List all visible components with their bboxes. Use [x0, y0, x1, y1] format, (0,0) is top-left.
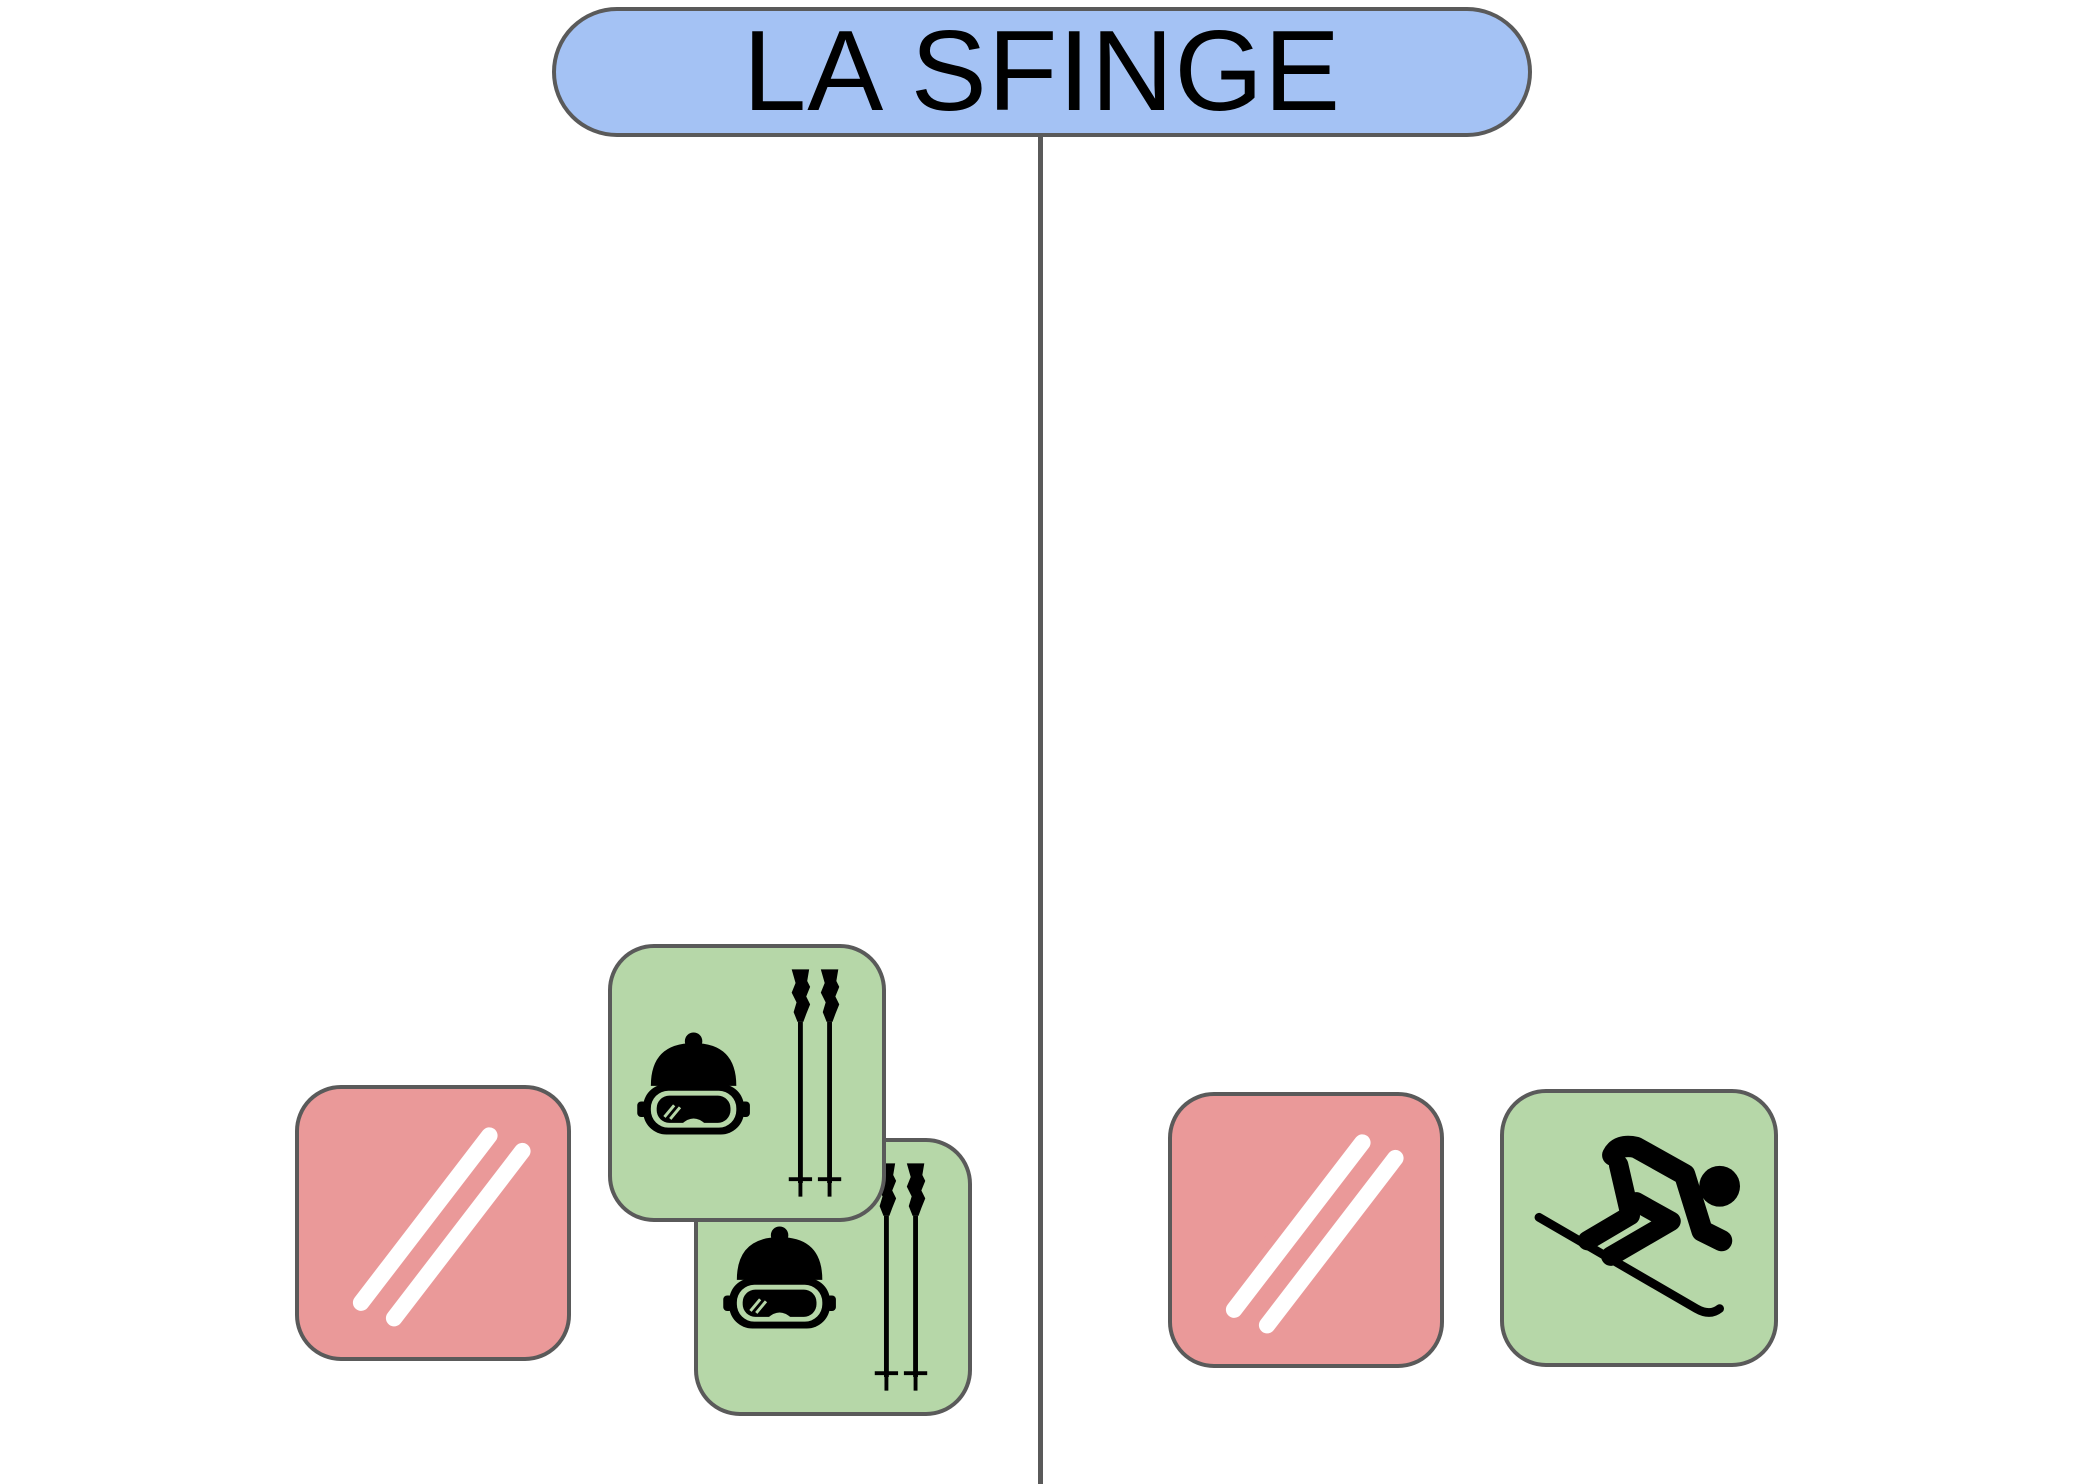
game-title: LA SFINGE — [552, 7, 1532, 137]
right-card-skier[interactable] — [1500, 1089, 1778, 1367]
left-card-goggles-poles-front[interactable] — [608, 944, 886, 1222]
skis-icon — [1225, 1134, 1404, 1334]
downhill-skier-icon — [1534, 1135, 1741, 1317]
game-title-text: LA SFINGE — [742, 8, 1342, 135]
center-divider — [1038, 137, 1043, 1484]
ski-helmet-goggles-poles-icon — [723, 1163, 928, 1391]
left-card-skis[interactable] — [295, 1085, 571, 1361]
ski-helmet-goggles-poles-icon — [637, 969, 842, 1197]
right-card-skis[interactable] — [1168, 1092, 1444, 1368]
skis-icon — [352, 1127, 531, 1327]
